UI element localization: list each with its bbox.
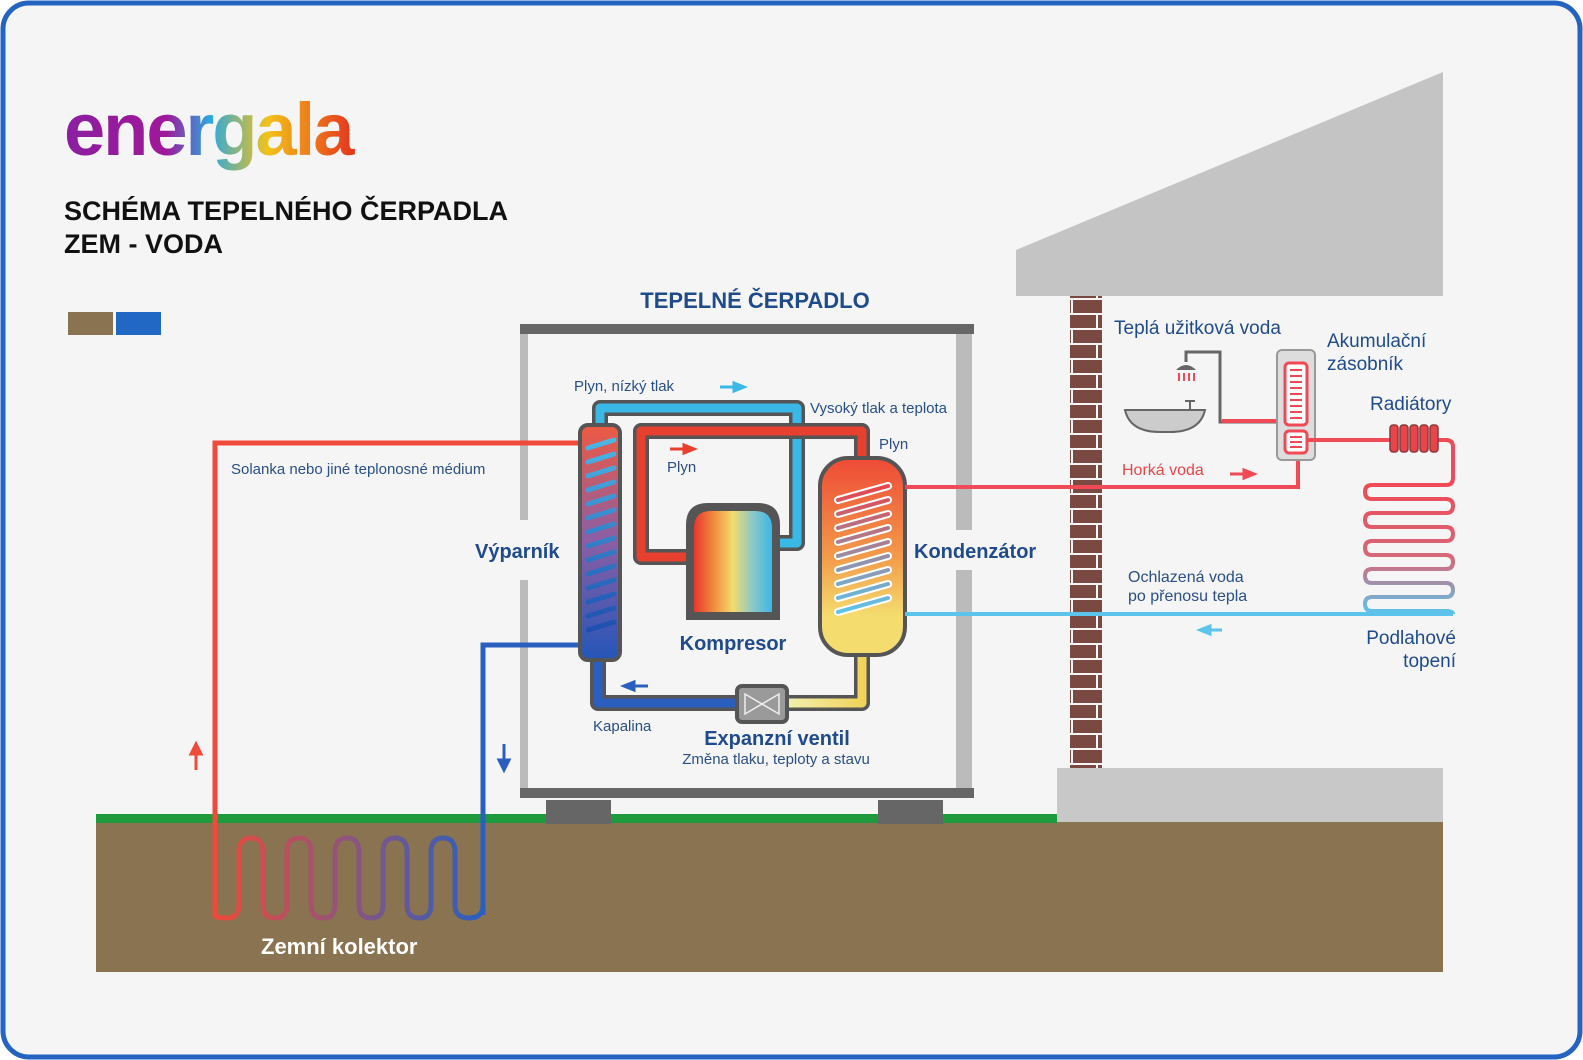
bathtub-icon	[1123, 400, 1207, 433]
brick-wall	[1070, 296, 1102, 768]
tank-label-2: zásobník	[1327, 354, 1404, 375]
floor-heating-coil	[1362, 483, 1456, 615]
hot-water-label: Horká voda	[1122, 462, 1204, 479]
ground-collector-loop	[212, 835, 486, 921]
condensed-liquid-fill	[785, 650, 867, 708]
right-arrow-icon	[670, 442, 699, 456]
housing-gap	[519, 520, 529, 580]
condenser	[818, 456, 907, 657]
down-arrow-icon	[496, 744, 512, 774]
valve-sublabel: Změna tlaku, teploty a stavu	[682, 751, 870, 768]
brine-label: Solanka nebo jiné teplonosné médium	[231, 461, 485, 478]
liquid-fill	[593, 655, 740, 708]
right-arrow-icon	[1230, 467, 1259, 481]
gas-condenser-label: Plyn	[879, 436, 908, 453]
accumulation-tank	[1276, 349, 1316, 461]
housing-gap	[955, 530, 973, 570]
hot-water-pipe	[905, 460, 1300, 489]
roof	[1016, 72, 1443, 296]
legend-swatch-brown	[68, 312, 113, 335]
compressor-label: Kompresor	[680, 633, 787, 655]
housing-bottom	[520, 788, 974, 798]
housing-top	[520, 324, 974, 334]
heat-pump-label: TEPELNÉ ČERPADLO	[640, 288, 869, 313]
radiator-icon	[1389, 424, 1439, 453]
compressor	[686, 503, 780, 620]
ground	[96, 822, 1443, 972]
liquid-label: Kapalina	[593, 718, 652, 735]
cooled-water-label-2: po přenosu tepla	[1128, 588, 1247, 605]
collector-label: Zemní kolektor	[261, 934, 418, 959]
evaporator-label: Výparník	[475, 541, 560, 563]
low-pressure-gas-label: Plyn, nízký tlak	[574, 378, 675, 395]
house-foundation	[1057, 768, 1443, 824]
logo: energala	[64, 88, 355, 171]
foot-right	[878, 800, 943, 824]
cooled-water-label-1: Ochlazená voda	[1128, 569, 1244, 586]
high-pressure-gas-fill	[636, 426, 867, 562]
radiator-pipe	[1307, 438, 1455, 487]
radiators-label: Radiátory	[1370, 394, 1452, 415]
left-arrow-icon	[619, 679, 648, 693]
dhw-label: Teplá užitková voda	[1114, 318, 1281, 339]
condenser-label: Kondenzátor	[914, 541, 1036, 563]
left-arrow-icon	[1195, 623, 1222, 637]
evaporator	[578, 423, 622, 662]
brine-supply-pipe	[212, 440, 583, 915]
gas-inner-label: Plyn	[667, 459, 696, 476]
floor-heating-label-2: topení	[1403, 651, 1457, 672]
legend-swatch-blue	[116, 312, 161, 335]
low-pressure-gas-fill	[595, 403, 802, 548]
floor-heating-label-1: Podlahové	[1366, 628, 1456, 649]
tank-label-1: Akumulační	[1327, 331, 1427, 352]
foot-left	[546, 800, 611, 824]
high-pressure-label: Vysoký tlak a teplota	[810, 400, 948, 417]
brine-return-pipe	[480, 642, 583, 915]
title-line2: ZEM - VODA	[64, 229, 223, 259]
valve-label: Expanzní ventil	[704, 728, 850, 750]
title-line1: SCHÉMA TEPELNÉHO ČERPADLA	[64, 195, 508, 226]
expansion-valve	[735, 684, 789, 724]
up-arrow-icon	[188, 740, 204, 770]
right-arrow-icon	[720, 380, 749, 394]
shower-icon	[1176, 365, 1196, 381]
